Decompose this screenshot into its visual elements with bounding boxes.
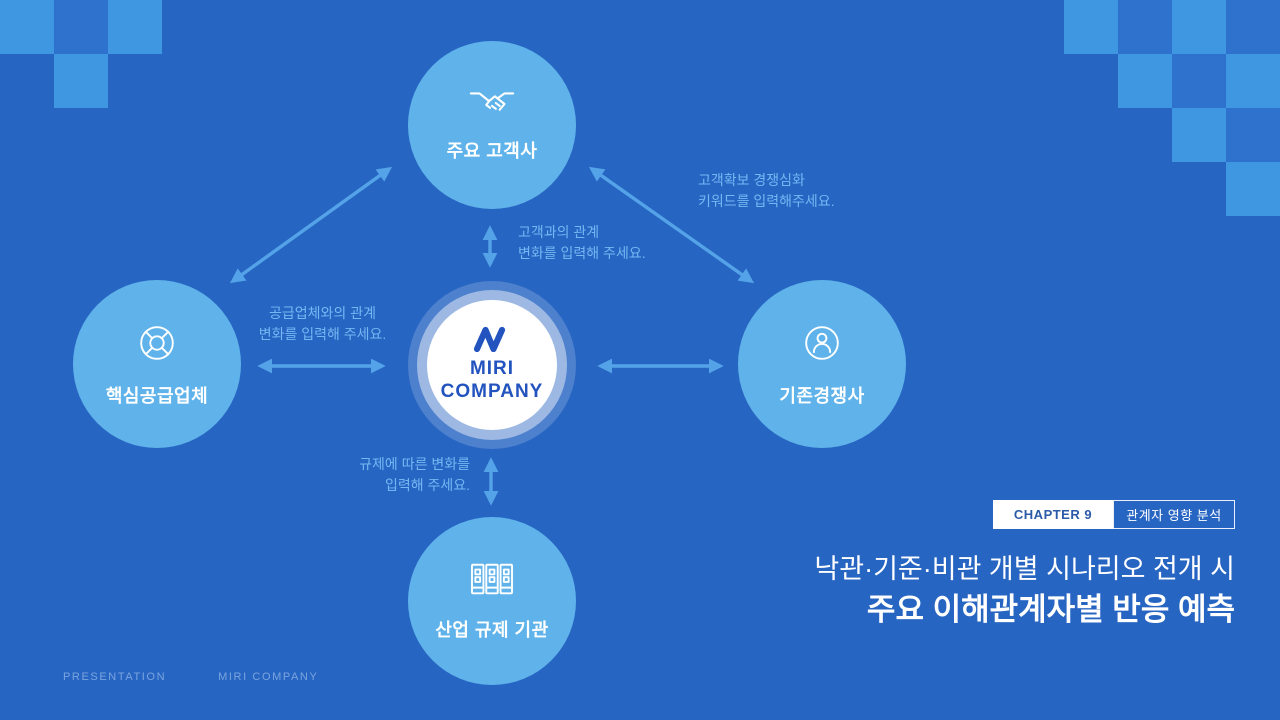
chapter-topic: 관계자 영향 분석 <box>1113 500 1235 529</box>
chapter-badge: CHAPTER 9 관계자 영향 분석 <box>993 500 1235 529</box>
hint-competitor-keyword: 고객확보 경쟁심화 키워드를 입력해주세요. <box>698 172 835 209</box>
deco-square <box>54 0 108 54</box>
node-regulators: 산업 규제 기관 <box>408 517 576 685</box>
deco-square <box>1064 0 1118 54</box>
footer-presentation-label: PRESENTATION <box>63 671 167 683</box>
chapter-number: CHAPTER 9 <box>993 500 1113 529</box>
deco-square <box>1118 54 1172 108</box>
person-icon <box>805 326 839 360</box>
hint-supplier-relation: 공급업체와의 관계 변화를 입력해 주세요. <box>258 305 387 342</box>
node-label: 기존경쟁사 <box>779 386 865 406</box>
deco-square <box>0 0 54 54</box>
miri-logo-icon <box>473 327 506 353</box>
buildings-icon <box>471 563 513 595</box>
slide-title-line1: 낙관·기준·비관 개별 시나리오 전개 시 <box>814 554 1235 584</box>
deco-square <box>108 0 162 54</box>
center-node: MIRI COMPANY <box>427 300 557 430</box>
deco-square <box>1226 162 1280 216</box>
deco-square <box>1172 0 1226 54</box>
deco-square <box>1226 54 1280 108</box>
deco-square <box>1226 0 1280 54</box>
node-customers: 주요 고객사 <box>408 41 576 209</box>
slide-footer: PRESENTATION MIRI COMPANY <box>63 671 318 683</box>
deco-square <box>1172 108 1226 162</box>
hint-customer-relation: 고객과의 관계 변화를 입력해 주세요. <box>518 224 646 261</box>
company-name: MIRI COMPANY <box>441 358 544 404</box>
node-competitors: 기존경쟁사 <box>738 280 906 448</box>
deco-square <box>54 54 108 108</box>
company-name-line1: MIRI <box>469 358 515 380</box>
hint-regulation-change: 규제에 따른 변화를 입력해 주세요. <box>359 456 470 493</box>
handshake-icon <box>469 92 515 111</box>
company-name-line2: COMPANY <box>440 381 544 402</box>
wheel-icon <box>140 326 174 360</box>
node-suppliers: 핵심공급업체 <box>73 280 241 448</box>
footer-company-label: MIRI COMPANY <box>218 671 319 683</box>
node-label: 산업 규제 기관 <box>435 620 549 640</box>
deco-square <box>1226 108 1280 162</box>
deco-square <box>1118 0 1172 54</box>
deco-square <box>1172 54 1226 108</box>
node-label: 핵심공급업체 <box>105 386 209 406</box>
slide-title-line2: 주요 이해관계자별 반응 예측 <box>866 592 1235 628</box>
node-label: 주요 고객사 <box>446 141 538 161</box>
slide-title: 낙관·기준·비관 개별 시나리오 전개 시 주요 이해관계자별 반응 예측 <box>814 552 1235 630</box>
